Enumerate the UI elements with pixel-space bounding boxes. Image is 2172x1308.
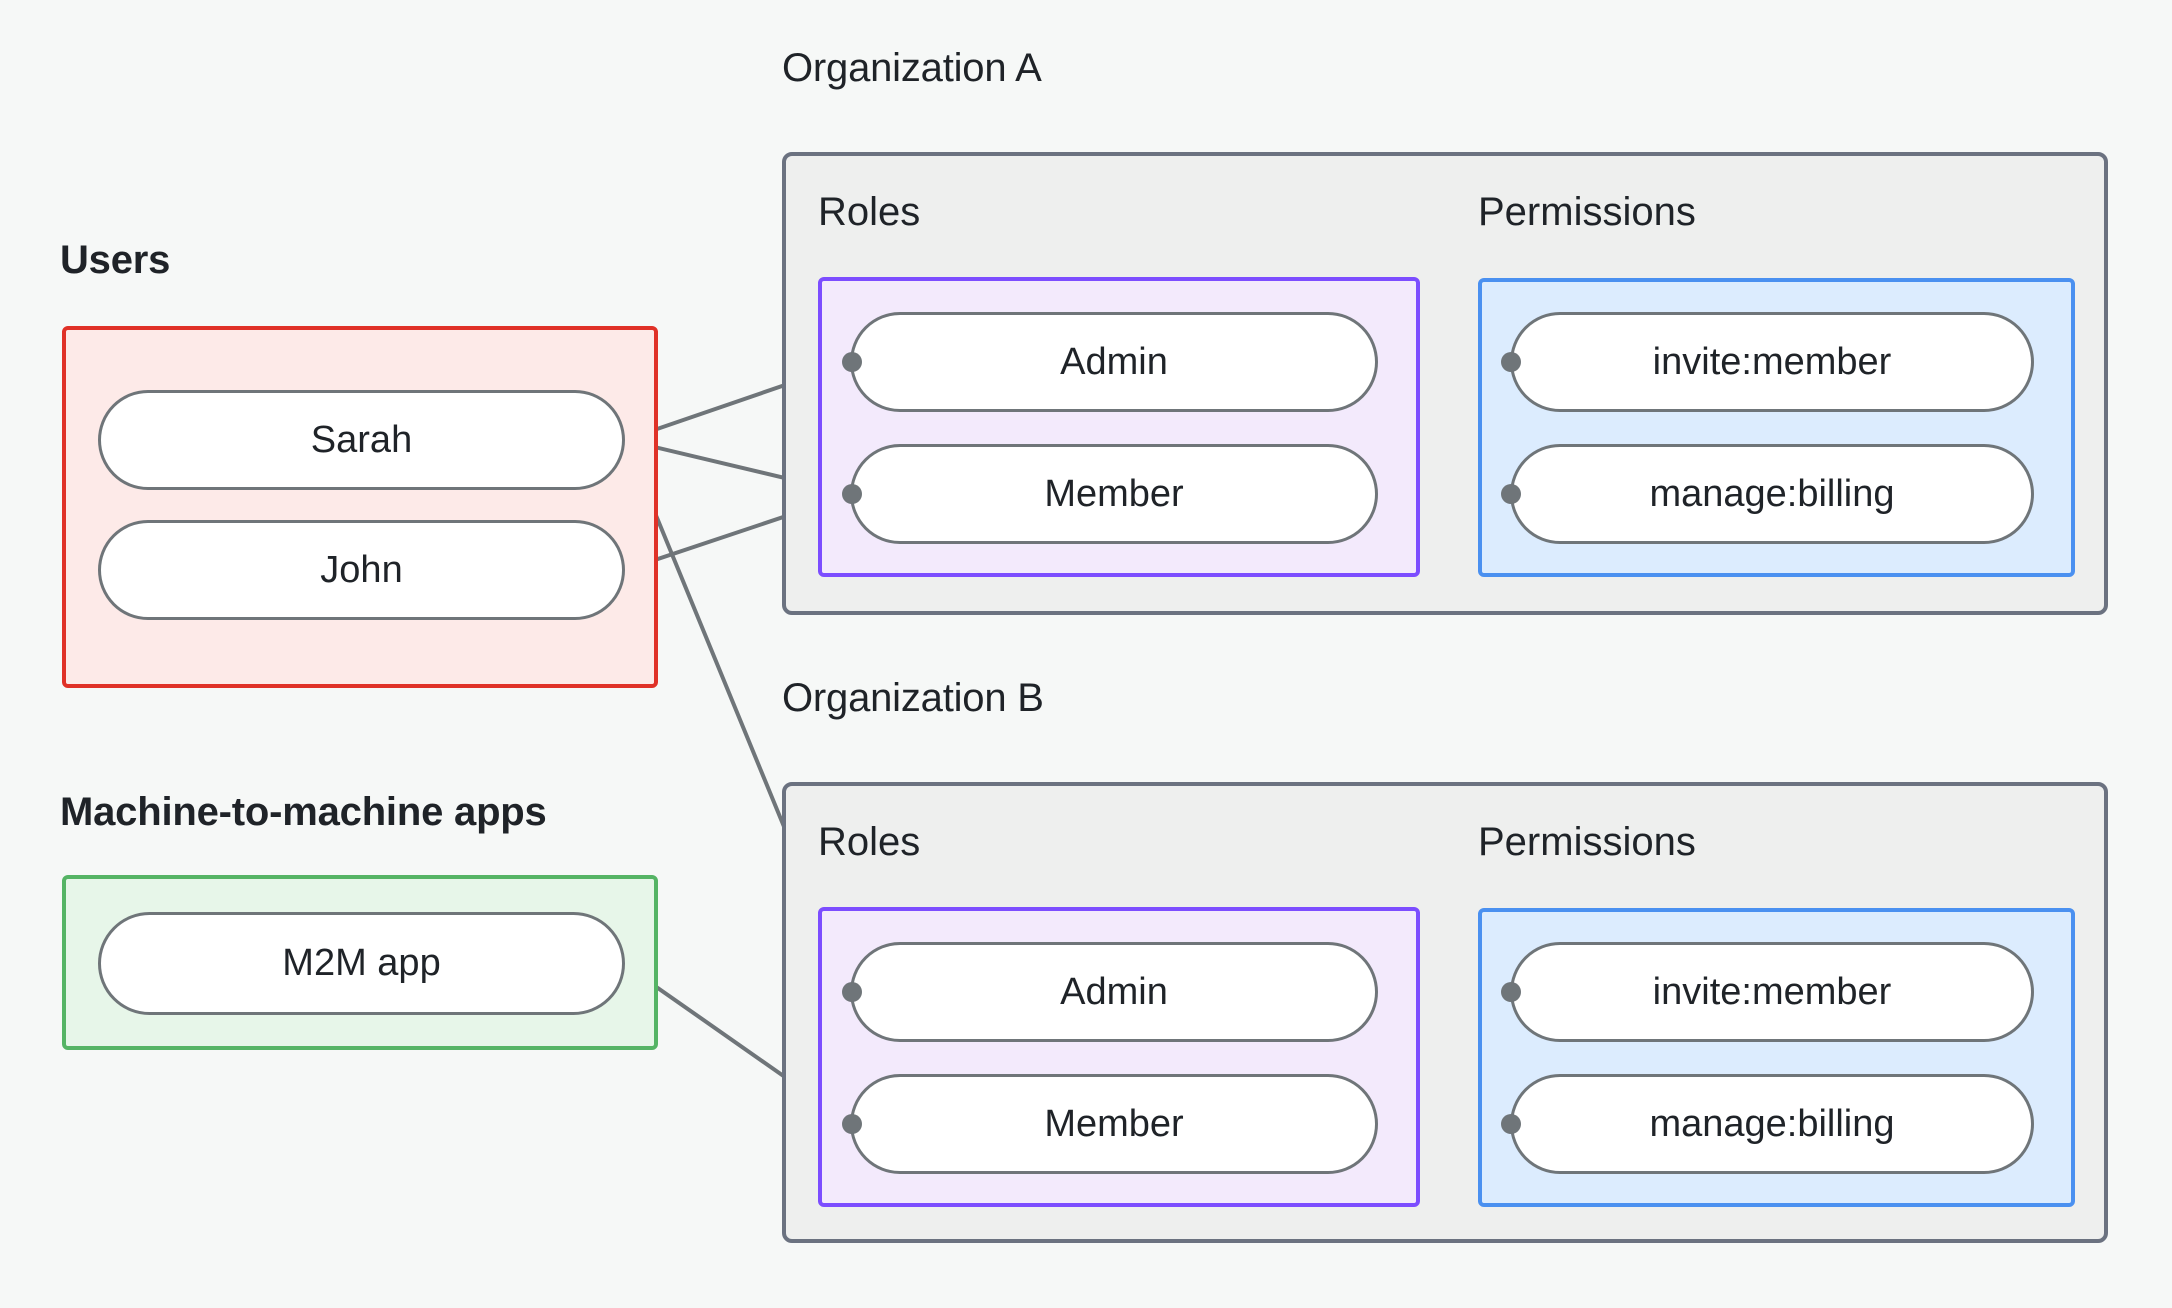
- node-org-b-manage-billing[interactable]: manage:billing: [1510, 1074, 2034, 1174]
- org-a-permissions-label: Permissions: [1478, 190, 1696, 234]
- org-b-permissions-label: Permissions: [1478, 820, 1696, 864]
- port-org-b-admin-in: [842, 982, 862, 1002]
- port-org-a-billing-in: [1501, 484, 1521, 504]
- m2m-group-label: Machine-to-machine apps: [60, 790, 547, 834]
- port-org-a-member-in: [842, 484, 862, 504]
- node-org-b-invite-member[interactable]: invite:member: [1510, 942, 2034, 1042]
- org-a-roles-label: Roles: [818, 190, 921, 234]
- port-org-a-admin-in: [842, 352, 862, 372]
- node-m2m-app[interactable]: M2M app: [98, 912, 625, 1015]
- node-john[interactable]: John: [98, 520, 625, 620]
- org-b-roles-label: Roles: [818, 820, 921, 864]
- users-group-label: Users: [60, 238, 171, 282]
- node-org-a-admin[interactable]: Admin: [850, 312, 1378, 412]
- org-a-title: Organization A: [782, 46, 1042, 90]
- port-org-b-member-in: [842, 1114, 862, 1134]
- node-org-a-member[interactable]: Member: [850, 444, 1378, 544]
- node-org-a-invite-member[interactable]: invite:member: [1510, 312, 2034, 412]
- node-org-b-member[interactable]: Member: [850, 1074, 1378, 1174]
- port-org-a-invite-in: [1501, 352, 1521, 372]
- port-org-b-billing-in: [1501, 1114, 1521, 1134]
- node-org-b-admin[interactable]: Admin: [850, 942, 1378, 1042]
- org-b-title: Organization B: [782, 676, 1044, 720]
- port-org-b-invite-in: [1501, 982, 1521, 1002]
- node-sarah[interactable]: Sarah: [98, 390, 625, 490]
- users-region: [62, 326, 658, 688]
- node-org-a-manage-billing[interactable]: manage:billing: [1510, 444, 2034, 544]
